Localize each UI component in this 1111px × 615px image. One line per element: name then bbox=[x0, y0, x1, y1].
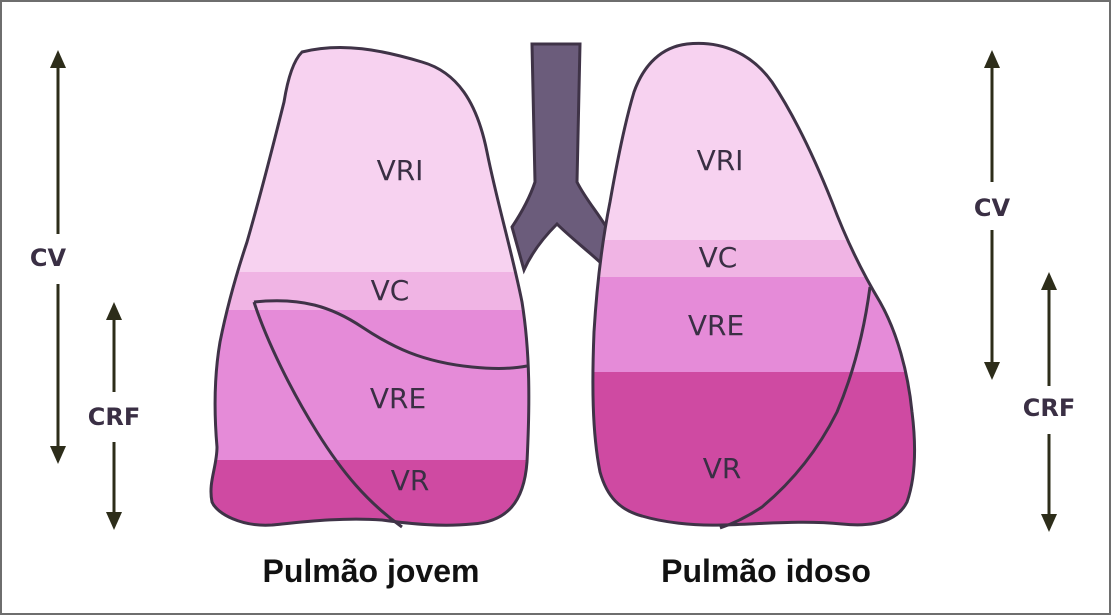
old-lung: VRI VC VRE VR bbox=[582, 32, 922, 542]
young-vr-label: VR bbox=[391, 464, 430, 497]
old-vr-label: VR bbox=[703, 452, 742, 485]
young-vri-zone bbox=[202, 32, 542, 272]
old-crf-label: CRF bbox=[1023, 394, 1076, 422]
old-vri-label: VRI bbox=[697, 144, 744, 177]
old-vc-zone bbox=[582, 240, 922, 277]
old-vr-zone bbox=[582, 372, 922, 542]
old-vre-label: VRE bbox=[688, 309, 744, 342]
young-cv-label: CV bbox=[30, 244, 67, 272]
old-vc-label: VC bbox=[699, 241, 738, 274]
young-vr-zone bbox=[202, 460, 542, 540]
young-vri-label: VRI bbox=[377, 154, 424, 187]
young-lung-caption: Pulmão jovem bbox=[263, 553, 480, 589]
young-lung: VRI VC VRE VR bbox=[202, 32, 542, 540]
old-vri-zone bbox=[582, 32, 922, 240]
old-vre-zone bbox=[582, 277, 922, 372]
old-lung-caption: Pulmão idoso bbox=[661, 553, 871, 589]
old-cv-label: CV bbox=[974, 194, 1011, 222]
young-vre-label: VRE bbox=[370, 382, 426, 415]
young-crf-label: CRF bbox=[88, 403, 141, 431]
young-vc-label: VC bbox=[371, 274, 410, 307]
trachea-shape bbox=[512, 44, 612, 270]
